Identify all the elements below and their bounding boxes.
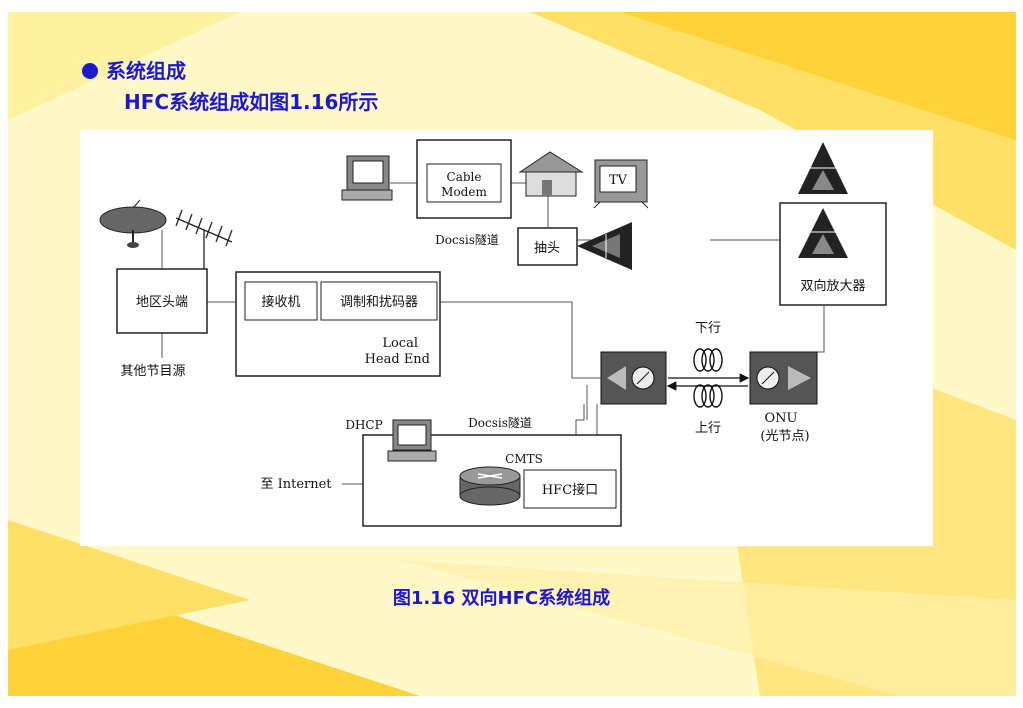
amplifier-icon [577,222,632,270]
satellite-dish-icon [99,199,167,248]
receiver-box [244,281,318,321]
amplifier-icon [798,208,848,258]
regional-headend-label: 地区头端 [136,295,188,310]
internet-label: 至 Internet [260,477,332,492]
optical-transceiver-icon [600,351,667,405]
fiber-coil-icon [693,384,723,408]
docsis-tunnel-bottom-label: Docsis隧道 [468,415,532,430]
computer-icon [341,155,393,201]
local-headend-label-line1: Local [382,336,418,351]
local-headend-label-line2: Head End [365,352,430,367]
upstream-label: 上行 [695,421,721,436]
bullet-dot-icon [82,63,98,79]
amplifier-icon [798,142,848,194]
hfc-diagram-svg: Cable Modem TV Docsis隧道 抽头 [99,139,887,527]
tv-label: TV [609,173,628,188]
hfc-interface-label: HFC接口 [542,482,598,498]
computer-icon [387,419,437,462]
bullet-title: 系统组成 [82,55,186,84]
router-icon [459,466,521,506]
onu-label-line2: (光节点) [760,429,809,444]
receiver-label: 接收机 [261,294,300,310]
docsis-tunnel-top-label: Docsis隧道 [435,232,499,247]
tv-icon [593,159,649,209]
hfc-interface-box [523,469,617,509]
subtitle: HFC系统组成如图1.16所示 [124,90,379,114]
optical-transceiver-icon [749,351,818,405]
yagi-antenna-icon [175,209,233,269]
onu-label-line1: ONU [765,411,798,426]
cable-modem-label-line2: Modem [441,185,487,199]
downstream-label: 下行 [695,321,721,336]
figure-caption: 图1.16 双向HFC系统组成 [392,588,611,609]
house-icon [518,151,584,197]
tap-box [517,227,578,266]
cmts-label: CMTS [505,452,543,466]
regional-headend-box [116,268,208,334]
cable-modem-label-line1: Cable [447,170,482,184]
tap-label: 抽头 [534,241,560,256]
hfc-diagram: Cable Modem TV Docsis隧道 抽头 [80,130,933,546]
bidirectional-amplifier-label: 双向放大器 [800,278,865,294]
modulator-label: 调制和扰码器 [340,295,418,310]
other-sources-label: 其他节目源 [120,364,185,379]
cable-modem-inner [426,163,502,203]
dhcp-label: DHCP [345,418,382,432]
fiber-coil-icon [693,348,723,372]
bullet-title-text: 系统组成 [106,59,186,83]
modulator-box [320,281,438,321]
